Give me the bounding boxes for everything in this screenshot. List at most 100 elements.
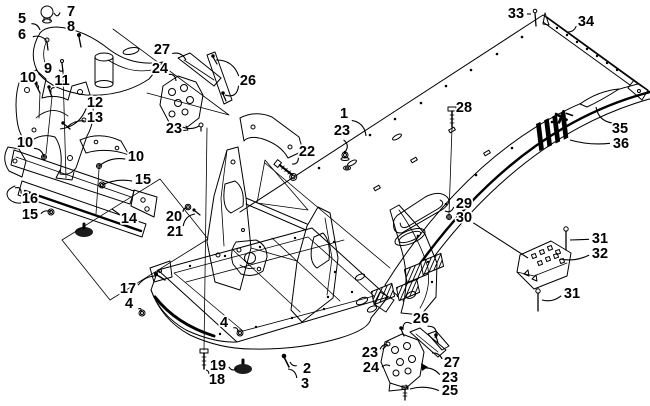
callout-28: 28 bbox=[456, 100, 472, 116]
callout-10: 10 bbox=[128, 149, 144, 165]
nut-15a bbox=[98, 181, 106, 189]
callout-24: 24 bbox=[152, 61, 168, 77]
leader-line-18 bbox=[205, 369, 210, 374]
callout-23: 23 bbox=[166, 121, 182, 137]
leader-line-6 bbox=[32, 35, 47, 41]
leader-line-21 bbox=[182, 213, 196, 227]
cross-tube bbox=[245, 197, 308, 231]
callout-2: 2 bbox=[303, 361, 311, 377]
callout-13: 13 bbox=[87, 110, 103, 126]
callout-22: 22 bbox=[299, 144, 315, 160]
nut-20 bbox=[184, 203, 192, 211]
nut-4a bbox=[138, 309, 146, 317]
bolt-10a bbox=[34, 81, 41, 119]
leader-line-5 bbox=[31, 23, 41, 31]
callout-23: 23 bbox=[362, 345, 378, 361]
nut-4b bbox=[236, 329, 244, 337]
bulkhead-sail bbox=[256, 159, 309, 211]
callout-34: 34 bbox=[578, 14, 594, 30]
leader-line-29 bbox=[444, 206, 455, 213]
rivet-23a bbox=[198, 122, 204, 132]
leader-line-26 bbox=[215, 59, 240, 77]
tunnel-staple-rivets bbox=[347, 126, 491, 192]
bolt-17 bbox=[154, 272, 166, 281]
leader-line-20 bbox=[182, 207, 188, 212]
leader-line-4 bbox=[233, 327, 239, 333]
screw-25 bbox=[401, 385, 409, 401]
upper-footrest-bracket bbox=[159, 51, 233, 133]
leader-line-26 bbox=[402, 321, 412, 331]
curved-support bbox=[239, 113, 304, 159]
leader-line-23 bbox=[379, 344, 389, 350]
callout-1: 1 bbox=[340, 106, 348, 122]
leader-line-10 bbox=[98, 158, 126, 167]
leader-line-23 bbox=[424, 367, 441, 376]
callout-33: 33 bbox=[508, 6, 524, 22]
tunnel-logo bbox=[554, 109, 574, 124]
callout-12: 12 bbox=[87, 95, 103, 111]
bumper-end-plate bbox=[130, 189, 158, 218]
curved-bracket-12 bbox=[79, 135, 130, 156]
callout-32: 32 bbox=[592, 246, 608, 262]
callout-10: 10 bbox=[20, 70, 36, 86]
leader-line-26 bbox=[427, 325, 437, 339]
belly-pan bbox=[138, 227, 395, 374]
bolt-22 bbox=[273, 159, 298, 181]
leader-line-27 bbox=[431, 352, 443, 360]
callout-9: 9 bbox=[44, 61, 52, 77]
callout-19: 19 bbox=[210, 358, 226, 374]
line-art bbox=[4, 5, 650, 401]
leader-line-35 bbox=[595, 106, 612, 124]
bolt-21 bbox=[192, 208, 201, 216]
corner-gusset-left bbox=[149, 260, 173, 283]
tunnel-far-edge bbox=[239, 14, 639, 213]
leader-line-27 bbox=[172, 52, 187, 61]
leader-line-12 bbox=[59, 108, 87, 130]
tunnel-bracket-29 bbox=[392, 192, 450, 234]
knob-7 bbox=[40, 5, 54, 24]
bolt-31-top bbox=[563, 226, 569, 251]
callout-6: 6 bbox=[18, 27, 26, 43]
bumper-left-hook bbox=[4, 146, 27, 178]
callout-20: 20 bbox=[166, 209, 182, 225]
callout-3: 3 bbox=[301, 376, 309, 392]
leader-line-36 bbox=[569, 139, 611, 145]
callout-31: 31 bbox=[592, 231, 608, 247]
callout-29: 29 bbox=[456, 196, 472, 212]
callout-35: 35 bbox=[612, 121, 628, 137]
tunnel-front-wall bbox=[264, 162, 391, 269]
bolt-28 bbox=[446, 106, 457, 220]
leader-line-13 bbox=[66, 120, 85, 128]
leader-line-9 bbox=[58, 69, 64, 72]
callout-11: 11 bbox=[54, 73, 69, 89]
callout-16: 16 bbox=[22, 191, 38, 207]
running-board-edge-35 bbox=[396, 90, 650, 298]
skid-plate-wireframe bbox=[61, 178, 209, 301]
washer-10c bbox=[95, 163, 102, 215]
callout-7: 7 bbox=[67, 4, 75, 20]
tunnel bbox=[239, 12, 650, 313]
strap-27a bbox=[177, 52, 222, 87]
callout-17: 17 bbox=[120, 281, 136, 297]
strap-27b2 bbox=[427, 330, 450, 351]
callout-14: 14 bbox=[121, 211, 137, 227]
strap-27b bbox=[409, 327, 447, 358]
callout-8: 8 bbox=[67, 19, 75, 35]
leader-line-30 bbox=[473, 222, 529, 259]
callout-30: 30 bbox=[456, 210, 472, 226]
cleat-holes bbox=[530, 244, 566, 267]
bolt-11 bbox=[45, 85, 53, 155]
bolt-31-bottom bbox=[535, 288, 541, 312]
bolt-6 bbox=[44, 37, 50, 51]
leader-line-23 bbox=[343, 139, 348, 153]
leader-line-7 bbox=[53, 12, 61, 17]
fasteners-23-tunnel bbox=[340, 151, 351, 171]
screws-26a bbox=[211, 54, 227, 102]
callout-25: 25 bbox=[442, 383, 458, 399]
callout-36: 36 bbox=[613, 136, 629, 152]
corner-gusset-right bbox=[373, 291, 395, 313]
rail-end-bracket bbox=[627, 79, 649, 101]
